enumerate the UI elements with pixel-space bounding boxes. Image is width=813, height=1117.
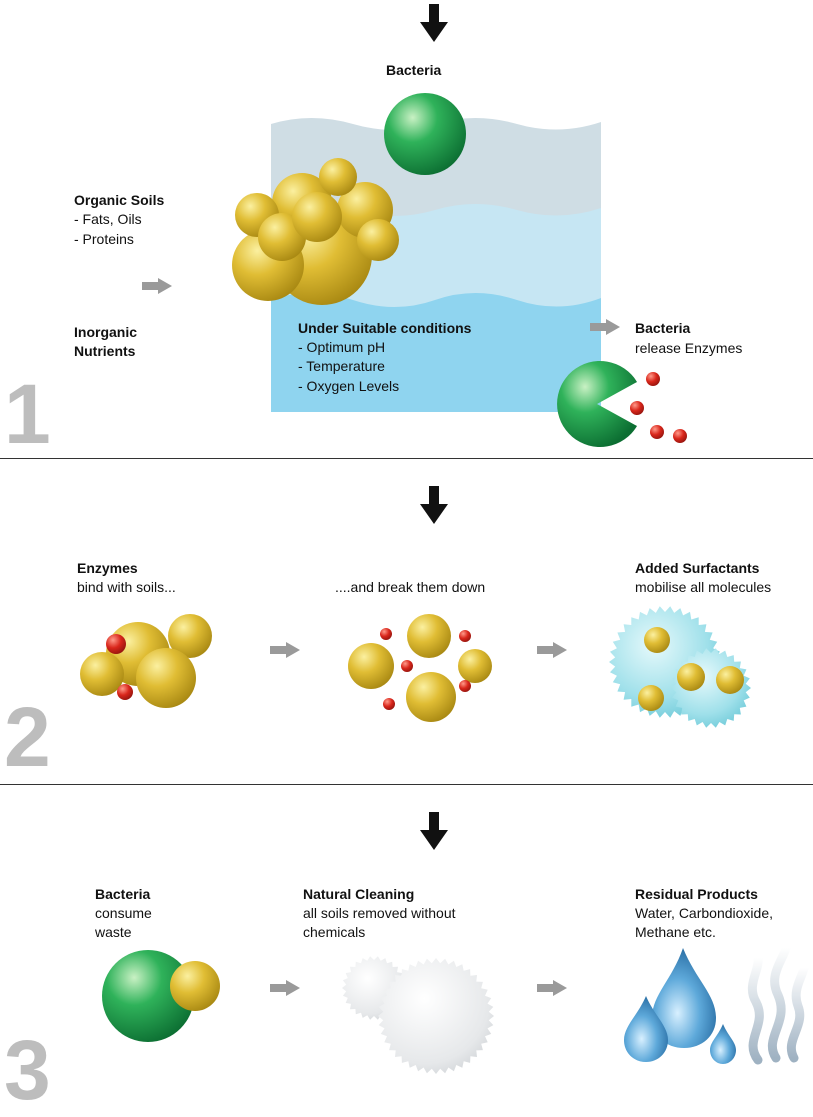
- bacteria-label: Bacteria: [386, 62, 442, 78]
- residual-line2: Methane etc.: [635, 924, 716, 940]
- organic-soil-cluster: [232, 158, 399, 305]
- bacteria-releasing-enzymes: [557, 361, 687, 447]
- enzymes-binding-soils: [80, 614, 212, 708]
- surfactants-title: Added Surfactants: [635, 560, 760, 576]
- down-arrow-icon: [420, 486, 448, 524]
- right-arrow-icon: [537, 980, 567, 996]
- consume-line1: consume: [95, 905, 152, 921]
- cleaning-line2: chemicals: [303, 924, 366, 940]
- right-arrow-icon: [590, 319, 620, 335]
- surfactants-text: mobilise all molecules: [635, 579, 772, 595]
- conditions-title: Under Suitable conditions: [298, 320, 472, 336]
- conditions-item-1: - Optimum pH: [298, 339, 386, 355]
- clean-soap-bubbles: [342, 956, 494, 1074]
- water-drops-and-steam: [624, 943, 809, 1065]
- release-title: Bacteria: [635, 320, 691, 336]
- consume-title: Bacteria: [95, 886, 151, 902]
- right-arrow-icon: [537, 642, 567, 658]
- conditions-item-3: - Oxygen Levels: [298, 378, 400, 394]
- water-drop-icon: [652, 948, 716, 1048]
- break-text: ....and break them down: [335, 579, 486, 595]
- organic-soils-item-2: - Proteins: [74, 231, 134, 247]
- inorganic-nutrients-line1: Inorganic: [74, 324, 138, 340]
- water-drop-icon: [710, 1024, 736, 1064]
- cleaning-title: Natural Cleaning: [303, 886, 415, 902]
- conditions-item-2: - Temperature: [298, 358, 385, 374]
- down-arrow-icon: [420, 4, 448, 42]
- down-arrow-icon: [420, 812, 448, 850]
- right-arrow-icon: [270, 980, 300, 996]
- steam-icon: [747, 943, 809, 1065]
- right-arrow-icon: [270, 642, 300, 658]
- soils-broken-down: [348, 614, 492, 722]
- bacteria-sphere: [384, 93, 466, 175]
- release-text: release Enzymes: [635, 340, 743, 356]
- surfactant-micelles: [609, 606, 751, 728]
- consume-line2: waste: [95, 924, 132, 940]
- bacteria-consuming-waste: [102, 950, 220, 1042]
- enzymes-text: bind with soils...: [77, 579, 176, 595]
- step-number-1: 1: [4, 367, 51, 461]
- enzymes-title: Enzymes: [77, 560, 138, 576]
- residual-title: Residual Products: [635, 886, 758, 902]
- section-divider: [0, 458, 813, 459]
- step-number-2: 2: [4, 690, 51, 784]
- cleaning-line1: all soils removed without: [303, 905, 456, 921]
- step-number-3: 3: [4, 1023, 51, 1117]
- water-drop-icon: [624, 996, 668, 1062]
- section-divider: [0, 784, 813, 785]
- inorganic-nutrients-line2: Nutrients: [74, 343, 136, 359]
- residual-line1: Water, Carbondioxide,: [635, 905, 773, 921]
- right-arrow-icon: [142, 278, 172, 294]
- organic-soils-title: Organic Soils: [74, 192, 165, 208]
- organic-soils-item-1: - Fats, Oils: [74, 211, 142, 227]
